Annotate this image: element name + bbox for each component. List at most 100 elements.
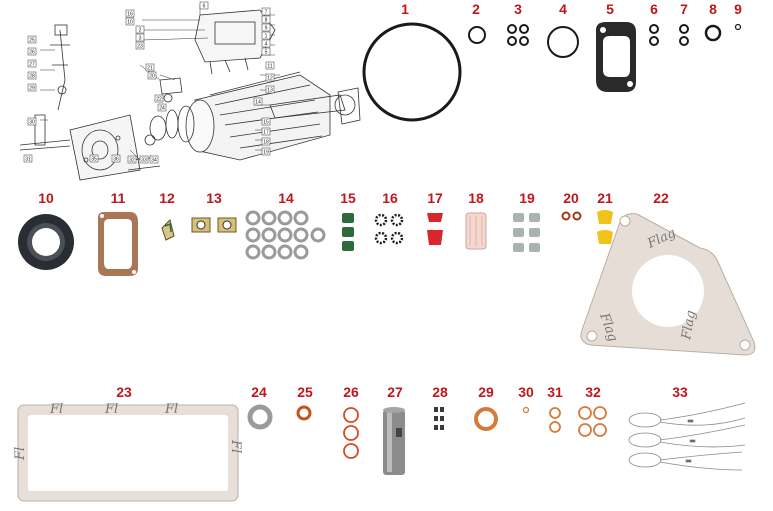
diagram-callout-number: 7 — [265, 10, 268, 16]
diagram-callout-number: 27 — [29, 62, 35, 68]
part-9[interactable]: 9 — [734, 1, 742, 31]
copper-washer-icon — [474, 407, 498, 431]
diagram-callout: 22 — [154, 94, 164, 103]
copper-ring-pair-icon — [561, 211, 582, 221]
diagram-callout-number: 4 — [265, 42, 268, 48]
part-25[interactable]: 25 — [296, 384, 313, 421]
part-17[interactable]: 17 — [427, 190, 443, 245]
diagram-callout: 36 — [111, 154, 121, 163]
part-13[interactable]: 13 — [191, 190, 237, 233]
part-1[interactable]: 1 — [362, 1, 462, 122]
diagram-callout: 9 — [261, 23, 271, 32]
o-ring-set-icon — [507, 24, 529, 46]
part-12[interactable]: 12 — [159, 190, 175, 241]
part-15-number: 15 — [340, 190, 356, 206]
part-33-number: 33 — [672, 384, 688, 400]
diagram-callout-number: 22 — [156, 97, 162, 103]
diagram-callout: 2 — [135, 25, 145, 34]
part-2[interactable]: 2 — [468, 1, 486, 44]
part-9-number: 9 — [734, 1, 742, 17]
part-22-number: 22 — [653, 190, 669, 206]
part-18[interactable]: 18 — [465, 190, 487, 250]
o-ring-pair-icon — [649, 24, 659, 46]
grey-cap-icon — [513, 213, 540, 252]
part-7-number: 7 — [680, 1, 688, 17]
yellow-plug-icon — [597, 210, 613, 244]
part-27[interactable]: 27 — [383, 384, 405, 475]
part-5[interactable]: 5 — [596, 1, 636, 92]
part-6[interactable]: 6 — [649, 1, 659, 46]
diagram-callout-number: 28 — [29, 74, 35, 80]
shaft-seal-icon — [18, 214, 74, 270]
diagram-callout-number: 3 — [139, 36, 142, 42]
diagram-callout: 17 — [261, 127, 271, 136]
part-26-number: 26 — [343, 384, 359, 400]
diagram-callout-number: 20 — [149, 74, 155, 80]
part-14[interactable]: 14 — [245, 190, 326, 260]
diagram-callout: 30 — [27, 117, 37, 126]
part-16[interactable]: 16 — [374, 190, 404, 245]
gasket-print: Fl — [49, 402, 63, 417]
part-26[interactable]: 26 — [343, 384, 359, 459]
large-o-ring-icon — [362, 22, 462, 122]
part-20[interactable]: 20 — [561, 190, 582, 221]
part-21-number: 21 — [597, 190, 613, 206]
gasket-print: Fl — [13, 447, 28, 461]
diagram-callout: 4 — [261, 39, 271, 48]
filter-sleeve-icon — [465, 212, 487, 250]
part-4[interactable]: 4 — [547, 1, 579, 58]
diagram-callout-number: 5 — [265, 50, 268, 56]
part-10[interactable]: 10 — [18, 190, 74, 270]
part-32[interactable]: 32 — [578, 384, 607, 437]
diagram-callout: 28 — [27, 71, 37, 80]
diagram-callout: 10 — [125, 17, 135, 26]
diagram-callout-number: 32 — [129, 158, 135, 164]
diagram-callout: 8 — [261, 15, 271, 24]
diagram-callout-number: 26 — [29, 50, 35, 56]
part-23[interactable]: 23 Fl Fl Fl Fl Fl — [13, 384, 243, 502]
part-15[interactable]: 15 — [340, 190, 356, 251]
diagram-callout: 1 — [261, 31, 271, 40]
part-33[interactable]: 33 — [628, 384, 746, 471]
part-30[interactable]: 30 — [518, 384, 534, 414]
part-21[interactable]: 21 — [597, 190, 613, 244]
part-29-number: 29 — [478, 384, 494, 400]
diagram-callout-number: 15 — [263, 120, 269, 126]
part-13-number: 13 — [206, 190, 222, 206]
diagram-callout: 25 — [27, 35, 37, 44]
diagram-callout: 11 — [265, 61, 275, 70]
part-25-number: 25 — [297, 384, 313, 400]
part-19[interactable]: 19 — [513, 190, 540, 252]
tab-washer-icon — [191, 217, 237, 233]
tiny-ring-icon — [522, 406, 530, 414]
part-16-number: 16 — [382, 190, 398, 206]
part-10-number: 10 — [38, 190, 54, 206]
diagram-callout: 5 — [261, 47, 271, 56]
part-20-number: 20 — [563, 190, 579, 206]
part-11-number: 11 — [111, 190, 126, 206]
part-11[interactable]: 11 — [98, 190, 138, 276]
part-6-number: 6 — [650, 1, 658, 17]
part-8[interactable]: 8 — [704, 1, 722, 42]
diagram-callout-number: 34 — [151, 158, 157, 164]
part-24[interactable]: 24 — [247, 384, 273, 430]
part-23-number: 23 — [116, 384, 132, 400]
gasket-print: Fl — [228, 439, 243, 453]
diagram-callout: 16 — [125, 9, 135, 18]
diagram-callout: 13 — [265, 85, 275, 94]
part-29[interactable]: 29 — [474, 384, 498, 431]
part-3[interactable]: 3 — [507, 1, 529, 46]
gasket-print: Fl — [164, 402, 178, 417]
part-22[interactable]: 22 Flag Flag Flag — [580, 190, 756, 356]
diagram-callout: 29 — [27, 83, 37, 92]
part-7[interactable]: 7 — [679, 1, 689, 46]
diagram-callout-number: 14 — [255, 100, 261, 106]
diagram-callout: 35 — [89, 154, 99, 163]
part-2-number: 2 — [472, 1, 480, 17]
part-28[interactable]: 28 — [432, 384, 448, 430]
wire-seal-icon — [628, 402, 746, 471]
red-plug-icon — [427, 213, 443, 245]
part-31[interactable]: 31 — [547, 384, 563, 433]
cover-gasket-icon — [98, 212, 138, 276]
